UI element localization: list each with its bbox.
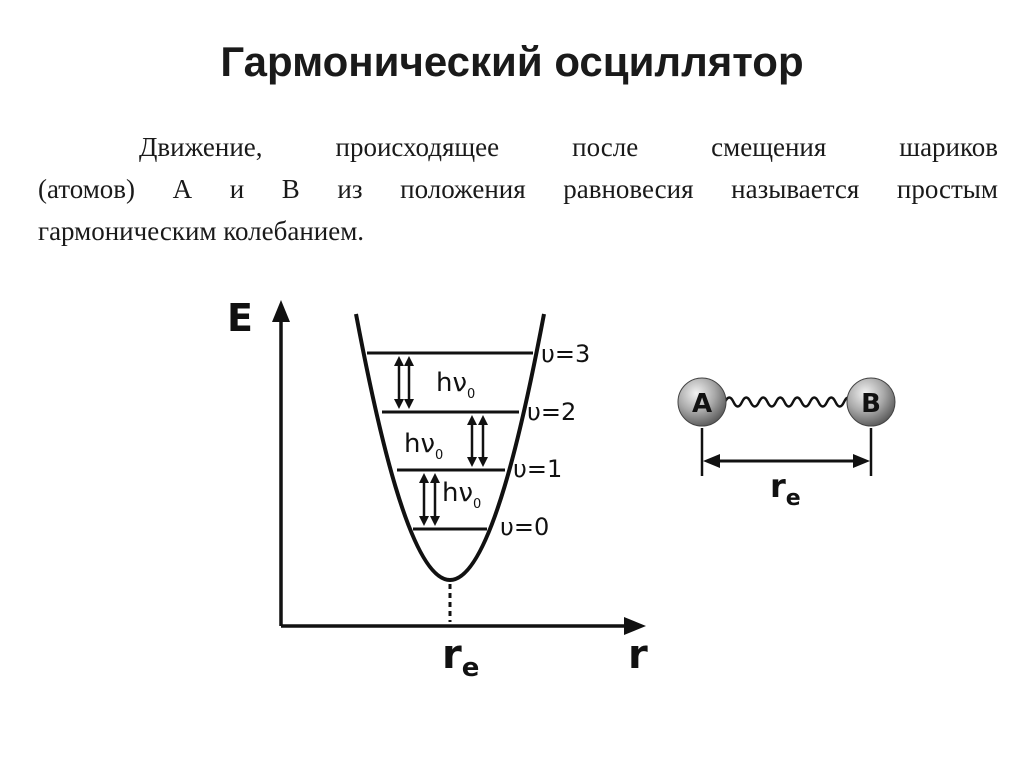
paragraph-line-3: гармоническим колебанием. (38, 216, 365, 246)
distance-axis-label: r (628, 632, 648, 678)
bond-length-label: re (770, 467, 801, 511)
level-label-0: υ=0 (500, 513, 549, 541)
atom-b-ball (846, 377, 896, 427)
level-label-2: υ=2 (527, 398, 576, 426)
atom-a-ball (677, 377, 727, 427)
quantum-label-middle: hν0 (404, 429, 443, 463)
paragraph-line-2: (атомов) А и В из положения равновесия н… (38, 174, 998, 204)
energy-diagram: E r re υ=3 υ=2 υ=1 υ=0 (227, 296, 648, 683)
potential-well (354, 313, 546, 583)
transition-arrow-0-1-left (419, 473, 429, 526)
quantum-label-upper: hν0 (436, 368, 475, 402)
molecule-diagram: A B re (677, 377, 896, 511)
slide-title: Гармонический осциллятор (220, 38, 804, 85)
level-label-1: υ=1 (513, 455, 562, 483)
level-label-3: υ=3 (541, 340, 590, 368)
transition-arrow-1-2-right (478, 415, 488, 467)
paragraph-line-1: Движение, происходящее после смещения ша… (38, 126, 998, 168)
quantum-label-lower: hν0 (442, 478, 481, 512)
transition-arrow-2-3-right (404, 356, 414, 409)
atom-b-label: B (861, 389, 881, 419)
energy-axis-label: E (227, 296, 253, 340)
transition-arrow-0-1-right (430, 473, 440, 526)
bond-length-arrowhead-right (853, 454, 870, 468)
spring-bond (723, 396, 863, 408)
transition-arrow-2-3-left (394, 356, 404, 409)
transition-arrow-1-2-left (467, 415, 477, 467)
slide-paragraph: Движение, происходящее после смещения ша… (38, 126, 998, 252)
atom-a-label: A (692, 389, 712, 419)
distance-axis-arrowhead (624, 617, 646, 635)
equilibrium-label: re (442, 632, 479, 683)
bond-length-arrowhead-left (703, 454, 720, 468)
paragraph-line-1-text: Движение, происходящее после смещения ша… (139, 132, 998, 162)
energy-axis-arrowhead (272, 300, 290, 322)
